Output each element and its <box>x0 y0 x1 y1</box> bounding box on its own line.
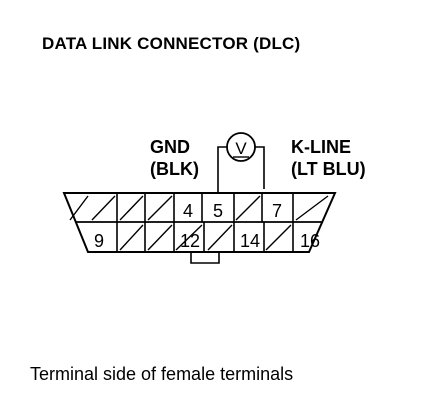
connector-tab <box>190 252 220 264</box>
gnd-probe-wire <box>217 146 227 193</box>
gnd-label: GND <box>150 137 190 157</box>
pin-9-label: 9 <box>94 231 104 251</box>
pin-4-label: 4 <box>183 201 193 221</box>
pin-7-label: 7 <box>272 201 282 221</box>
diagram-title: DATA LINK CONNECTOR (DLC) <box>42 34 301 53</box>
pin-12-label: 12 <box>180 231 200 251</box>
gnd-wire-color: (BLK) <box>150 159 199 179</box>
voltmeter-symbol: V <box>235 139 247 158</box>
pin-14-label: 14 <box>240 231 260 251</box>
pin-5-label: 5 <box>213 201 223 221</box>
connector-outline <box>62 192 337 253</box>
pin-16-label: 16 <box>300 231 320 251</box>
bottom-row-dividers <box>116 222 294 252</box>
diagram-caption: Terminal side of female terminals <box>30 364 294 384</box>
top-row-dividers <box>116 193 294 222</box>
unused-terminal-hatches <box>69 195 329 251</box>
kline-label: K-LINE <box>291 137 351 157</box>
voltmeter-icon <box>226 132 256 162</box>
kline-probe-wire <box>255 146 265 189</box>
kline-wire-color: (LT BLU) <box>291 159 366 179</box>
